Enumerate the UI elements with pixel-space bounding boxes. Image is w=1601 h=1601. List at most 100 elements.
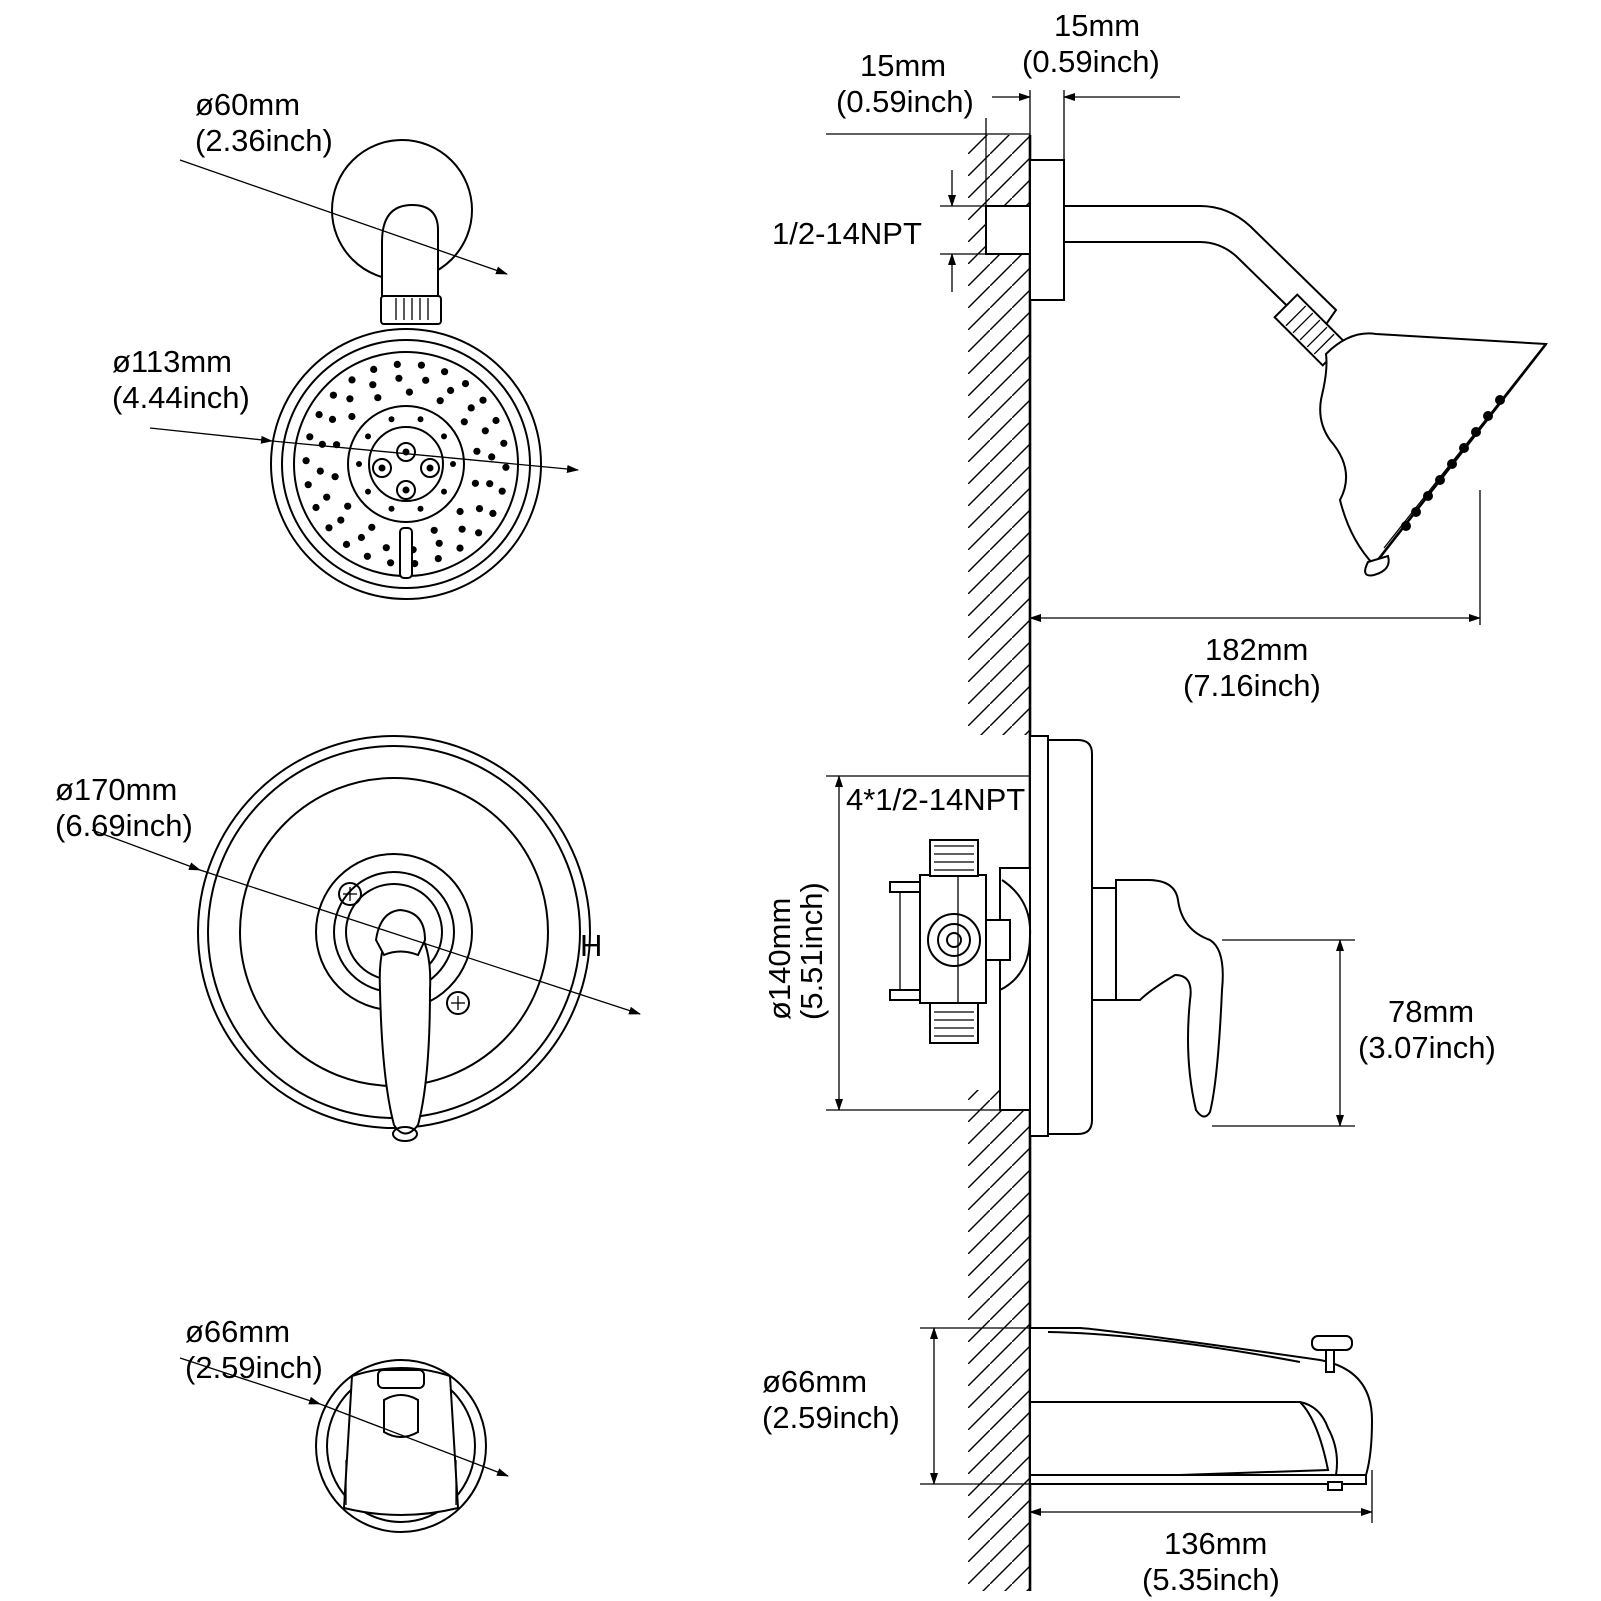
spout-side-view: [1029, 1327, 1374, 1491]
spray-nozzle: [467, 404, 475, 412]
spray-nozzle: [316, 467, 324, 475]
spray-nozzle: [489, 509, 497, 517]
spray-nozzle: [436, 397, 444, 405]
spout-side-dia-dimension: ø66mm (2.59inch): [762, 1327, 1030, 1485]
spray-nozzle: [475, 529, 483, 537]
spray-nozzle: [488, 453, 496, 461]
spout-reach-mm: 136mm: [1164, 1526, 1267, 1561]
spray-nozzle: [302, 457, 310, 465]
spray-nozzle: [370, 365, 378, 373]
spray-nozzle: [315, 411, 323, 419]
spout-reach-inch: (5.35inch): [1142, 1562, 1280, 1597]
spout-front-dia-dimension: ø66mm (2.59inch): [179, 1314, 509, 1477]
spout-side-dia-mm: ø66mm: [762, 1364, 867, 1399]
spray-nozzle: [331, 473, 339, 481]
valve-dia-dimension: ø140mm (5.51inch): [762, 882, 829, 1020]
spray-nozzle: [337, 516, 345, 524]
spout-front-dia-inch: (2.59inch): [185, 1350, 323, 1385]
showerhead-dia-mm: ø113mm: [112, 344, 232, 379]
spray-nozzle: [460, 418, 468, 426]
handle-reach-mm: 78mm: [1388, 994, 1474, 1029]
handle-reach-inch: (3.07inch): [1358, 1030, 1496, 1065]
spout-front-dia-mm: ø66mm: [185, 1314, 290, 1349]
spray-nozzle: [312, 503, 320, 512]
trim-hot-mark: H: [580, 928, 602, 963]
spray-nozzle: [479, 396, 487, 404]
spray-nozzle: [461, 380, 470, 388]
valve-ports-label: 4*1/2-14NPT: [846, 782, 1025, 817]
arm-reach-dimension: 182mm (7.16inch): [1029, 490, 1481, 703]
spray-nozzle: [365, 433, 371, 440]
spray-nozzle: [318, 440, 326, 448]
spray-nozzle: [475, 505, 484, 513]
spray-nozzle: [348, 412, 356, 421]
arm-reach-mm: 182mm: [1205, 632, 1308, 667]
valve-dia-inch: (5.51inch): [794, 882, 829, 1020]
spout-reach-dimension: 136mm (5.35inch): [1029, 1470, 1373, 1597]
flange-dia-mm: ø60mm: [195, 87, 300, 122]
handle-reach-dimension: 78mm (3.07inch): [1212, 939, 1496, 1127]
spray-nozzle: [498, 487, 506, 495]
shower-arm-side-view: [985, 159, 1548, 577]
spray-nozzle: [441, 368, 449, 376]
arm-offset-mm: 15mm: [860, 48, 946, 83]
arm-offset-inch: (0.59inch): [836, 84, 974, 119]
flange-dia-dimension: ø60mm (2.36inch): [179, 87, 508, 275]
wall-flange-thickness-mm: 15mm: [1054, 8, 1140, 43]
spray-nozzle: [346, 395, 354, 403]
spray-nozzle: [492, 416, 500, 425]
valve-body: [889, 839, 1011, 1044]
trim-dia-dimension: ø170mm (6.69inch): [55, 772, 641, 1015]
spray-nozzle: [304, 481, 312, 489]
spray-nozzle: [441, 433, 447, 440]
spray-nozzle: [441, 488, 447, 495]
arm-reach-inch: (7.16inch): [1183, 668, 1321, 703]
showerhead-front-view: [270, 139, 542, 600]
spray-nozzle: [481, 427, 489, 435]
arm-offset-dimension: 15mm (0.59inch): [826, 48, 1030, 206]
arm-thread-label: 1/2-14NPT: [772, 216, 922, 251]
spray-nozzle: [456, 507, 464, 516]
spray-nozzle: [382, 544, 390, 552]
spray-nozzle: [486, 480, 494, 488]
valve-trim-side-view: [889, 735, 1224, 1137]
showerhead-dia-inch: (4.44inch): [112, 380, 250, 415]
spray-nozzle: [393, 360, 401, 368]
spray-nozzle: [430, 526, 438, 534]
spray-nozzle: [388, 505, 395, 512]
spray-nozzle: [348, 376, 356, 384]
spray-nozzle: [328, 415, 337, 423]
spout-front-view: [315, 1359, 487, 1533]
spray-nozzle: [458, 525, 466, 533]
spray-nozzle: [365, 488, 371, 495]
spray-nozzle: [417, 505, 424, 512]
spray-nozzle: [369, 381, 377, 389]
spray-nozzle: [323, 493, 331, 501]
trim-dia-inch: (6.69inch): [55, 808, 193, 843]
valve-ports-dimension: 4*1/2-14NPT: [826, 775, 1030, 1111]
spray-nozzle: [344, 502, 352, 510]
showerhead-dia-dimension: ø113mm (4.44inch): [112, 344, 579, 473]
spray-nozzle: [435, 539, 443, 547]
spray-nozzle: [306, 433, 314, 441]
spray-nozzles-side: [1401, 395, 1505, 531]
arm-thread-dimension: 1/2-14NPT: [772, 170, 986, 292]
spray-nozzle: [325, 524, 333, 532]
spray-nozzle: [363, 552, 371, 560]
spray-nozzle: [374, 394, 382, 402]
trim-dia-mm: ø170mm: [55, 772, 177, 807]
spray-nozzle: [447, 386, 455, 395]
wall-flange-thickness-inch: (0.59inch): [1022, 44, 1160, 79]
spray-nozzle: [405, 388, 413, 396]
spray-nozzle: [356, 461, 362, 467]
spray-nozzle: [417, 361, 425, 369]
spray-nozzle: [434, 555, 442, 563]
spray-nozzle: [388, 416, 395, 423]
spray-nozzle: [342, 540, 351, 549]
spray-nozzle: [473, 447, 481, 455]
wall-flange-thickness-dimension: 15mm (0.59inch): [992, 8, 1180, 160]
spray-nozzle: [500, 439, 508, 447]
trim-plate-front-view: H: [197, 735, 602, 1142]
valve-dia-mm: ø140mm: [762, 898, 797, 1020]
